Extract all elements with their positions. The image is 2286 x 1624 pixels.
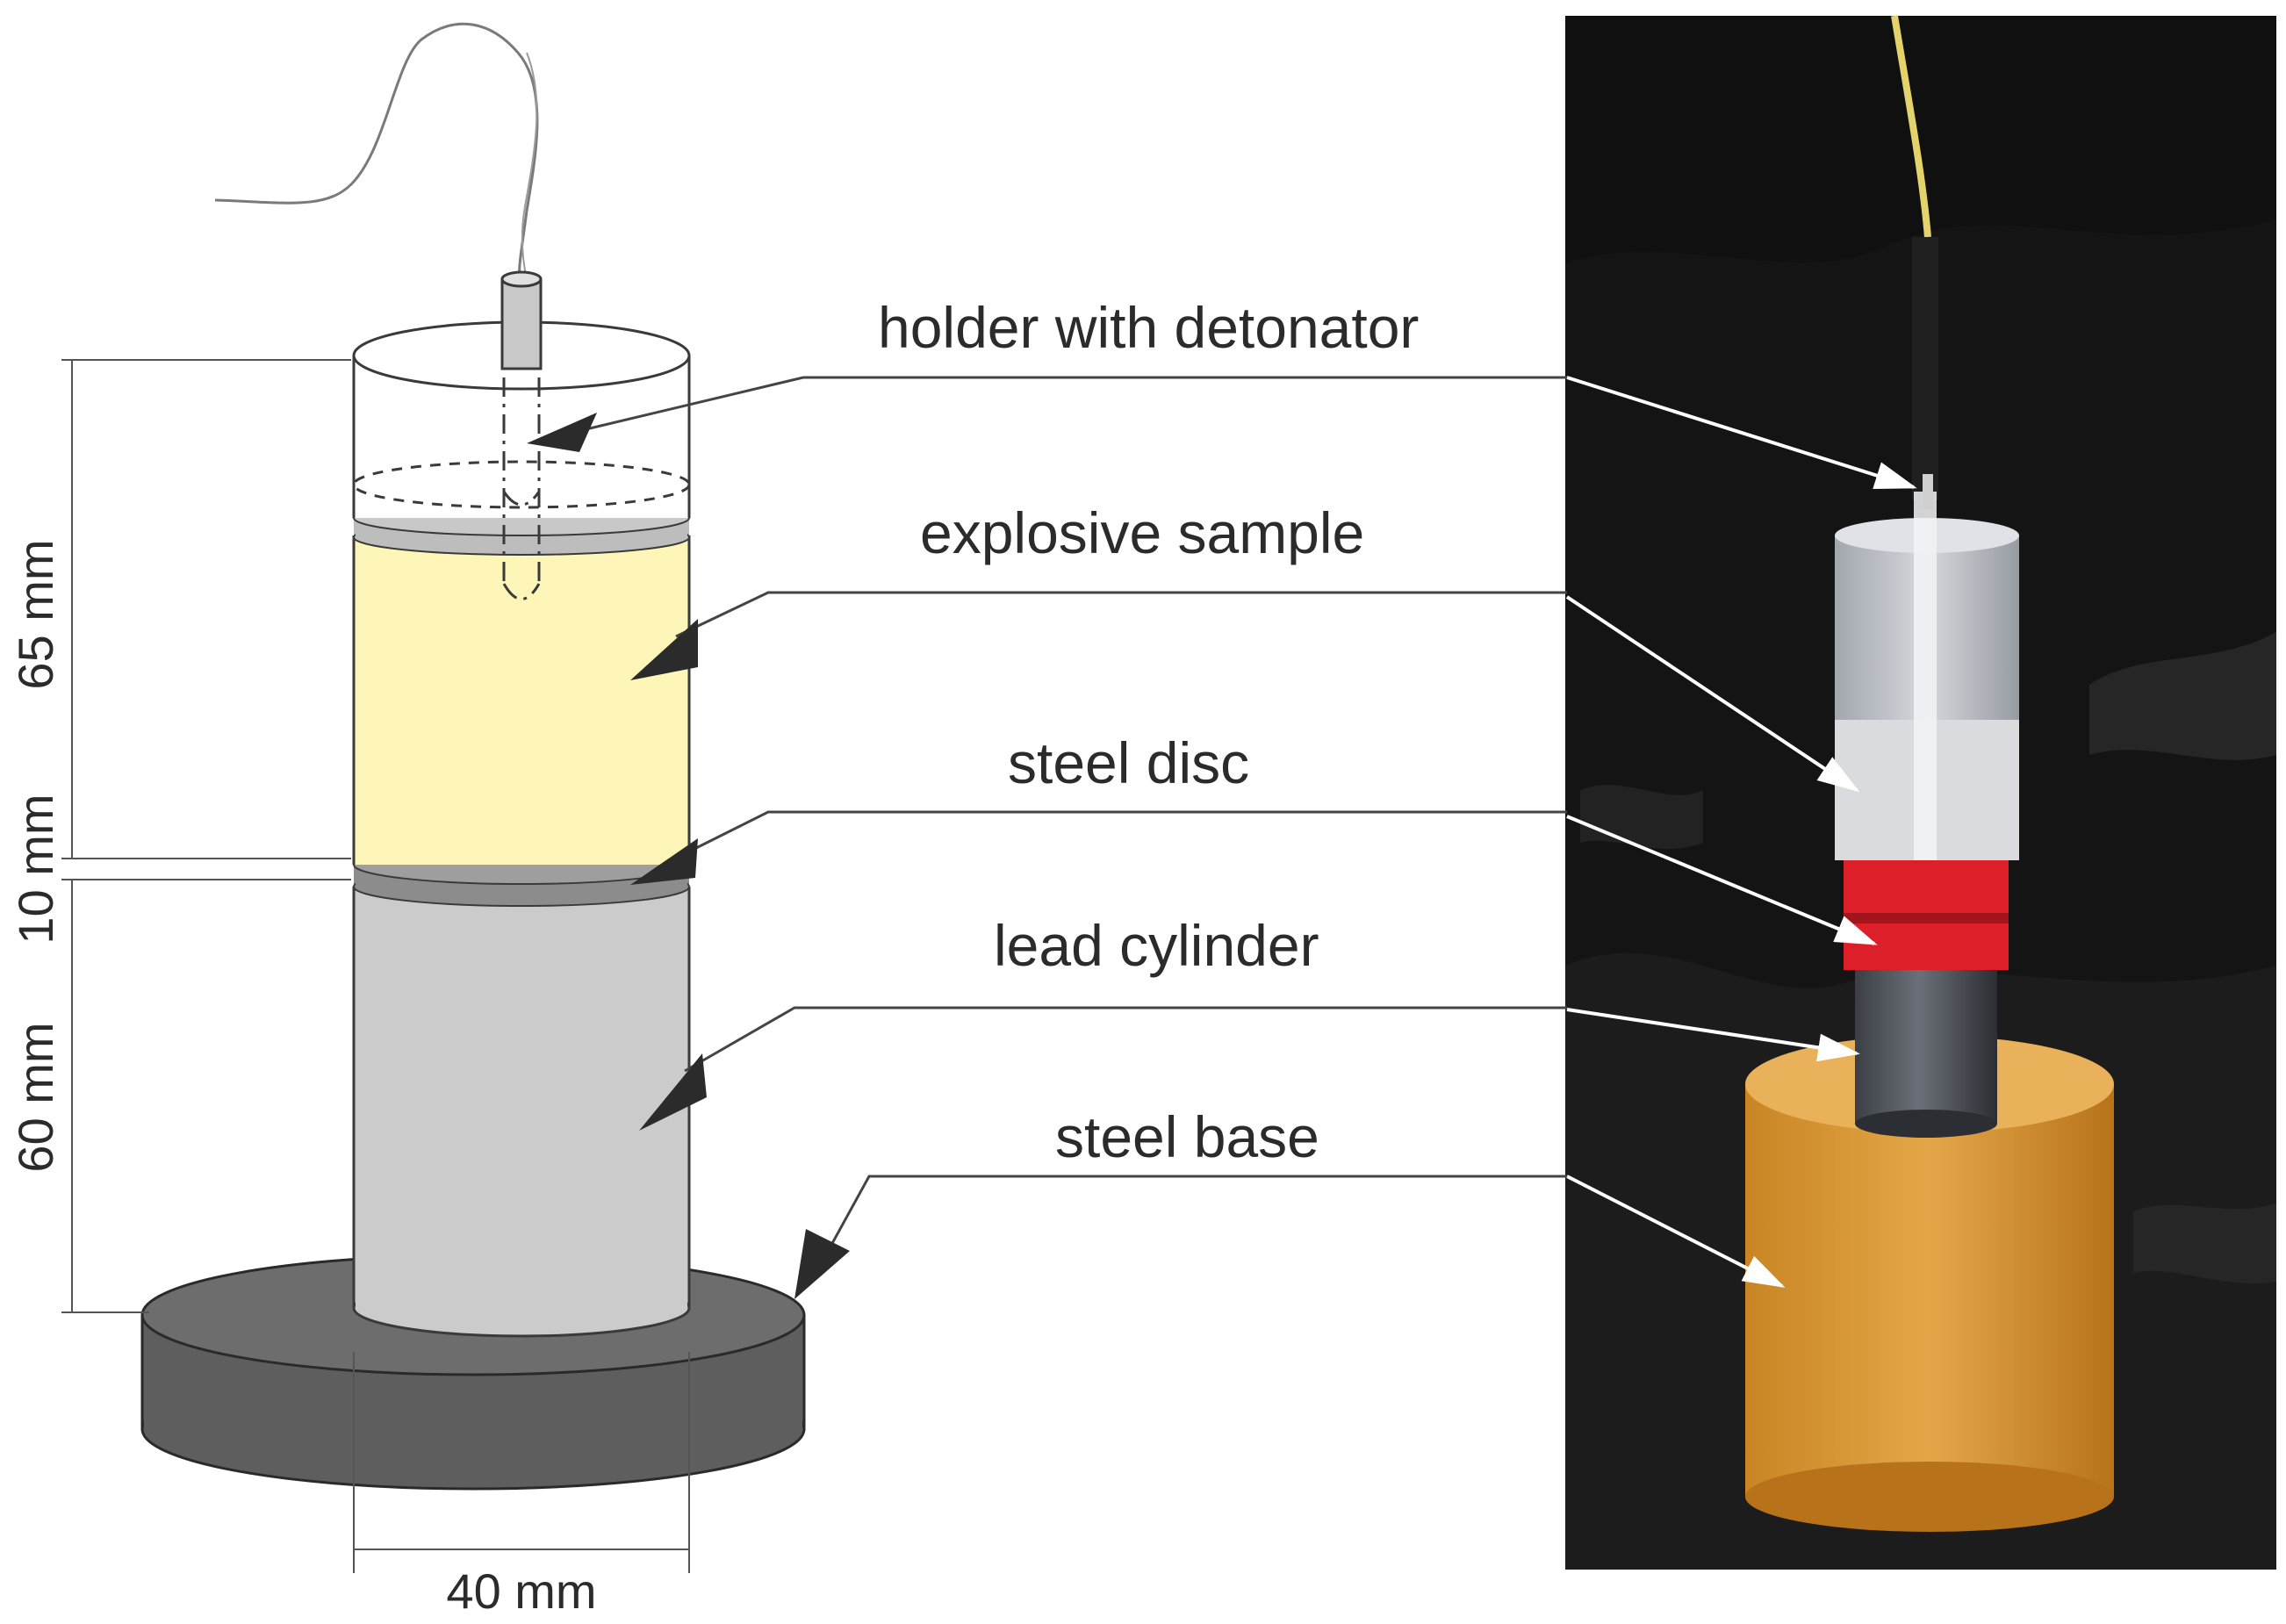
dimension-lines	[61, 359, 690, 1573]
photo-lead-cylinder	[1855, 966, 1997, 1138]
label-lead-cylinder: lead cylinder	[994, 913, 1319, 978]
explosive-sample-shape	[352, 535, 691, 865]
photo-steel-base	[1745, 1036, 2114, 1532]
dim-height-disc: 10 mm	[8, 794, 63, 944]
label-explosive-sample: explosive sample	[920, 500, 1364, 565]
label-steel-disc: steel disc	[1008, 730, 1249, 795]
lead-cylinder-shape	[352, 887, 691, 1338]
detonator-stub	[500, 270, 543, 370]
holder-shape	[352, 320, 691, 518]
detonator-hidden	[502, 377, 541, 600]
photo-cable	[1891, 15, 1931, 238]
photo-holder-tube	[1835, 474, 2019, 860]
detonator-wire	[214, 22, 539, 280]
schematic: 65 mm 10 mm 60 mm 40 mm	[8, 22, 806, 1619]
photo	[1565, 15, 2276, 1570]
dim-height-lead: 60 mm	[8, 1022, 63, 1172]
photo-red-tape	[1844, 856, 2009, 970]
label-steel-base: steel base	[1055, 1104, 1319, 1169]
callout-leaders	[574, 376, 1567, 1265]
callout-arrowheads	[527, 413, 850, 1299]
dim-diameter: 40 mm	[446, 1563, 596, 1619]
label-holder-with-detonator: holder with detonator	[878, 295, 1419, 360]
photo-callout-arrows	[1565, 376, 1917, 1288]
dim-height-explosive: 65 mm	[8, 539, 63, 689]
